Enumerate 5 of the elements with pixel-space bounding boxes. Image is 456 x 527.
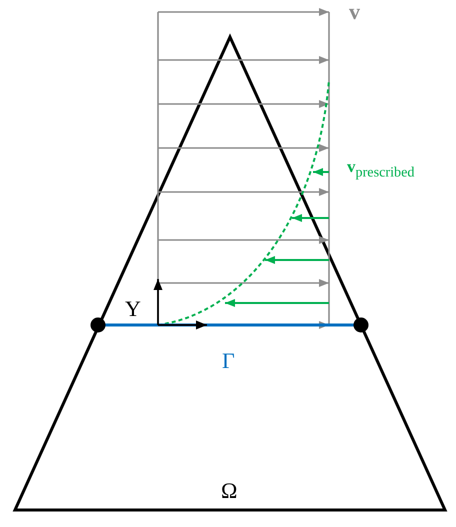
prescribed-velocity-label: v$_{prescribed}$	[347, 158, 414, 180]
domain-label: Ω	[221, 480, 238, 502]
boundary-label: Γ	[222, 350, 235, 372]
velocity-label: v	[349, 1, 360, 23]
axis-label: Y	[125, 298, 141, 320]
